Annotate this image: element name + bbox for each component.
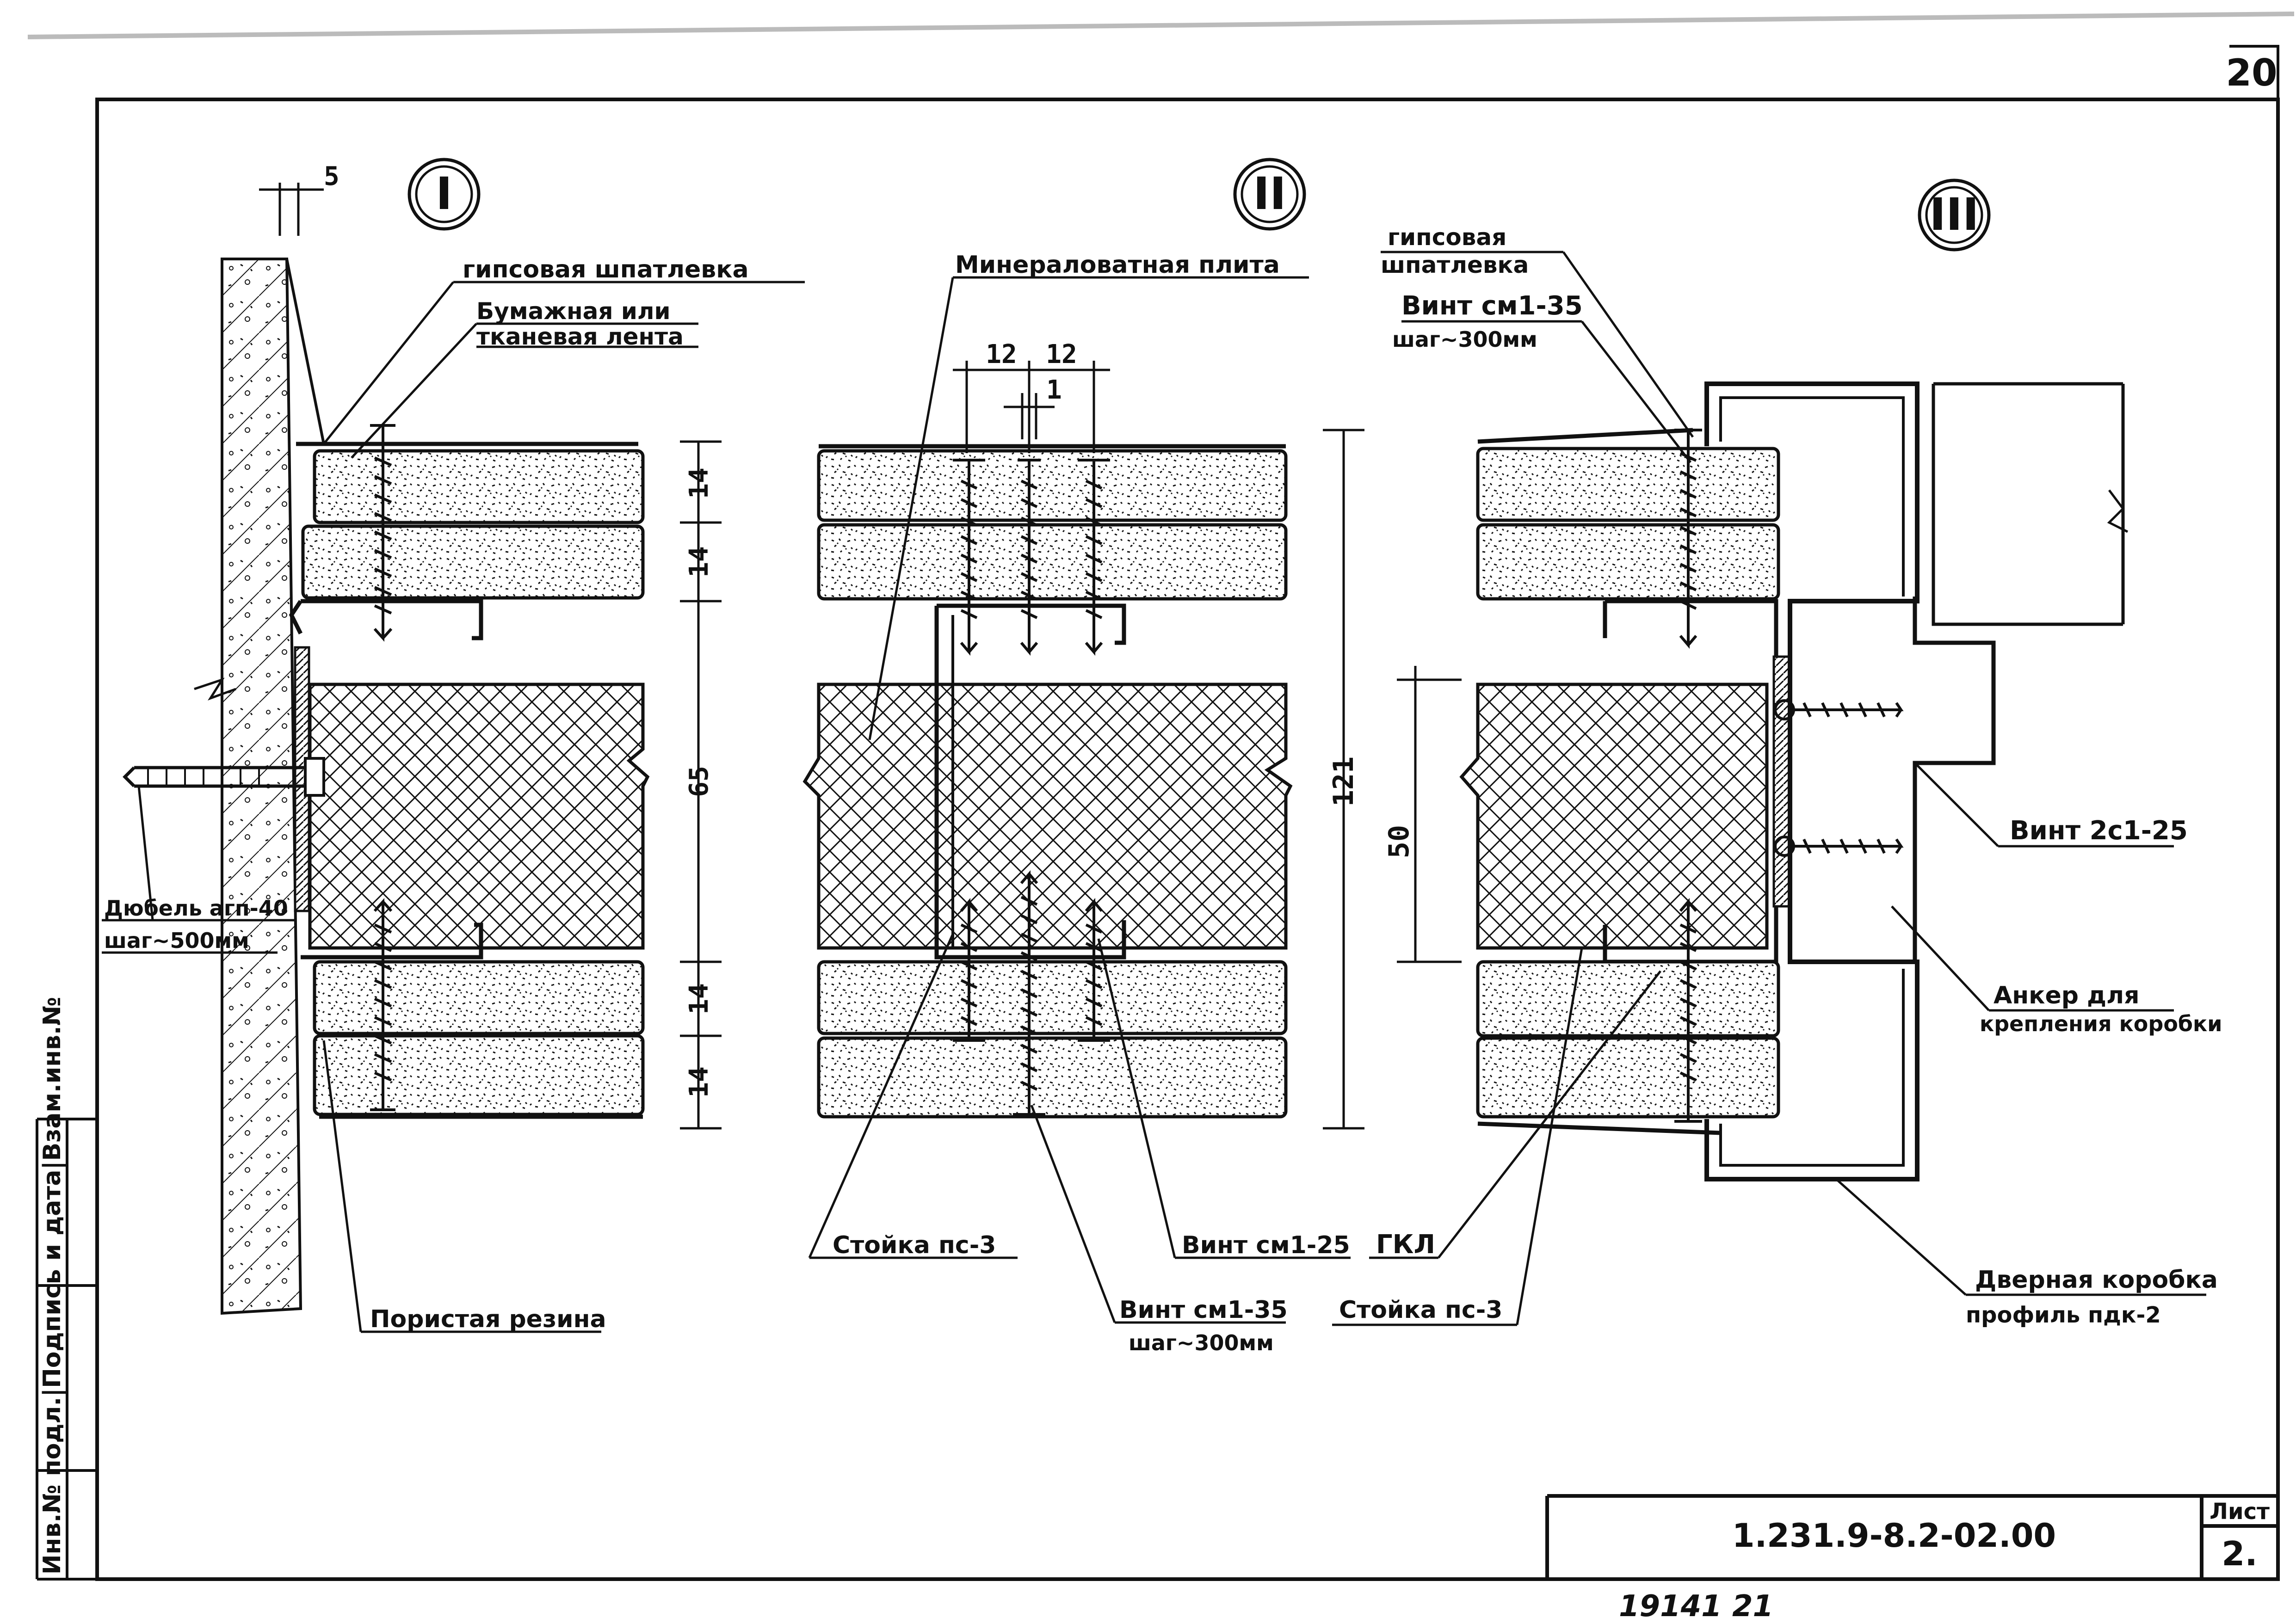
label-door-frame-2: профиль пдк-2 [1966, 1302, 2161, 1328]
label-gkl: ГКЛ [1376, 1230, 1435, 1260]
mineral-wool [308, 683, 650, 950]
label-dowel-2: шаг~500мм [104, 928, 249, 953]
label-anchor-1: Анкер для [1994, 982, 2140, 1009]
gkl-board [1476, 523, 1780, 601]
section-I: I [102, 158, 805, 1333]
label-porous-rubber: Пористая резина [370, 1305, 606, 1333]
screw [953, 459, 985, 656]
gkl-board [313, 449, 645, 524]
gkl-board [817, 1036, 1288, 1119]
screw [370, 424, 395, 642]
handwritten-archive-number: 19141 21 [1619, 1589, 1773, 1624]
gkl-board [313, 1034, 645, 1116]
dowel [123, 757, 325, 797]
gkl-board [1476, 1036, 1780, 1119]
label-gypsum-putty-3-2: шпатлевка [1381, 252, 1529, 278]
dim-65: 65 [684, 766, 714, 797]
label-gypsum-putty-3-1: гипсовая [1388, 224, 1506, 251]
dim-14: 14 [684, 1066, 714, 1097]
sheet-list-number: 2. [2222, 1534, 2257, 1573]
gkl-board [1476, 447, 1780, 522]
gkl-board [1476, 960, 1780, 1038]
page-number-box [2229, 45, 2279, 99]
title-block: 1.231.9-8.2-02.00 Лист 2. [1545, 1494, 2278, 1579]
dim-50: 50 [1383, 825, 1415, 858]
anchor-screw [1774, 699, 1904, 720]
label-screw-cm1-35-b1: Винт см1-35 [1119, 1296, 1288, 1324]
label-screw-cm1-35-a1: Винт см1-35 [1401, 291, 1583, 321]
screw [1018, 459, 1041, 656]
screw [1674, 429, 1702, 649]
label-mineral-wool: Минераловатная плита [955, 251, 1280, 279]
screw [370, 898, 395, 1111]
dim-12: 12 [986, 339, 1017, 369]
porous-rubber [1772, 655, 1791, 908]
label-screw-2c1-25: Винт 2с1-25 [2010, 816, 2188, 846]
corner-page-number: 20 [2226, 51, 2277, 94]
gkl-board [817, 449, 1288, 522]
section-III-marker: III [1929, 189, 1979, 240]
label-paper-tape-2: тканевая лента [476, 323, 684, 350]
mineral-wool [802, 683, 1293, 950]
sheet-frame [95, 98, 2280, 1581]
dim-14: 14 [684, 983, 714, 1014]
gkl-board [817, 523, 1288, 601]
sheet-list-label: Лист [2210, 1499, 2270, 1525]
section-II-marker: II [1253, 168, 1286, 220]
label-screw-cm1-35-a2: шаг~300мм [1392, 327, 1537, 352]
drawing-code: 1.231.9-8.2-02.00 [1732, 1517, 2056, 1555]
label-dowel-1: Дюбель агп-40 [104, 896, 288, 921]
dim-14: 14 [684, 546, 714, 577]
mineral-wool [1459, 683, 1769, 950]
label-paper-tape-1: Бумажная или [476, 298, 671, 325]
gkl-board [817, 960, 1288, 1035]
anchor-screw [1774, 836, 1904, 857]
screw [1674, 898, 1702, 1123]
screw [1078, 459, 1110, 656]
label-door-frame-1: Дверная коробка [1975, 1266, 2218, 1294]
side-stamp-text: Инв.№ подл.|Подпись и дата|Взам.инв.№ [38, 997, 66, 1575]
dim-14: 14 [684, 468, 714, 498]
label-screw-cm1-35-b2: шаг~300мм [1129, 1330, 1274, 1355]
screw [953, 898, 985, 1042]
dim-121: 121 [1327, 757, 1360, 806]
side-stamp: Инв.№ подл.|Подпись и дата|Взам.инв.№ [36, 997, 97, 1581]
gkl-board [301, 524, 645, 600]
section-I-marker: I [436, 168, 452, 220]
label-anchor-2: крепления коробки [1980, 1011, 2222, 1036]
dim-gap-5: 5 [324, 161, 339, 191]
door-frame-profile [1704, 381, 1920, 1181]
section-II: II [802, 158, 1364, 1355]
dim-12: 12 [1046, 339, 1077, 369]
scan-edge [27, 12, 2295, 39]
section-III: III [1332, 178, 2222, 1328]
label-screw-cm1-25: Винт см1-25 [1182, 1231, 1350, 1259]
label-stud-ps3-a: Стойка пс-3 [833, 1231, 996, 1259]
screw [1078, 898, 1110, 1042]
label-stud-ps3-b: Стойка пс-3 [1339, 1296, 1502, 1324]
dim-1: 1 [1046, 375, 1062, 405]
gkl-board [313, 960, 645, 1035]
label-gypsum-putty: гипсовая шпатлевка [463, 256, 749, 283]
screw [1013, 870, 1045, 1116]
